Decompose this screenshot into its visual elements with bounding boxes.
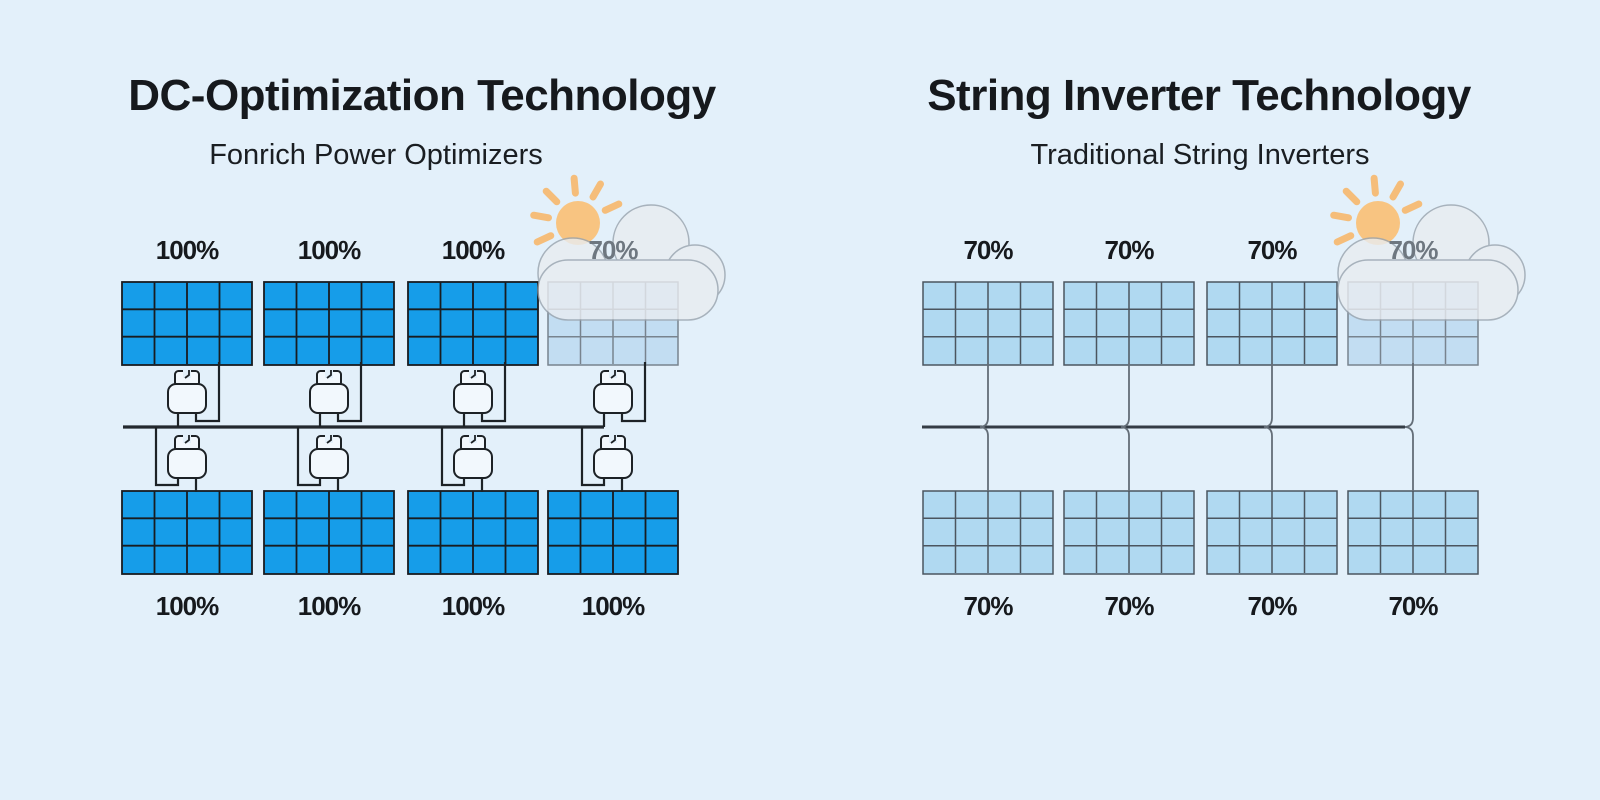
optimizer-icon (593, 433, 633, 479)
solar-panel (1206, 281, 1338, 366)
optimizer-icon (593, 368, 633, 414)
string-wire (1120, 363, 1130, 491)
panel-output-label: 100% (155, 235, 219, 265)
panel-output-label: 100% (441, 235, 505, 265)
solar-panel (1063, 490, 1195, 575)
solar-panel (1063, 281, 1195, 366)
panel-output-label: 70% (1104, 235, 1154, 265)
panel-output-label: 100% (297, 235, 361, 265)
solar-panel (121, 281, 253, 366)
solar-panel (407, 490, 539, 575)
panel-output-label: 70% (1104, 591, 1154, 621)
optimizer-icon (167, 368, 207, 414)
solar-panel (263, 490, 395, 575)
solar-panel (407, 281, 539, 366)
solar-panel (263, 281, 395, 366)
panel-output-label: 70% (963, 591, 1013, 621)
panel-output-label: 70% (963, 235, 1013, 265)
solar-panel (1206, 490, 1338, 575)
left-subtitle: Fonrich Power Optimizers (209, 139, 543, 171)
optimizer-icon (309, 433, 349, 479)
optimizer-icon (309, 368, 349, 414)
optimizer-icon (453, 433, 493, 479)
panel-output-label: 100% (441, 591, 505, 621)
optimizer-icon (453, 368, 493, 414)
panel-output-label: 70% (1247, 235, 1297, 265)
solar-panel (922, 490, 1054, 575)
optimizer-icon (167, 433, 207, 479)
string-wire (1263, 363, 1273, 491)
column-wiring (580, 362, 647, 492)
panel-output-label: 70% (1388, 591, 1438, 621)
panel-output-label: 100% (297, 591, 361, 621)
panel-output-label: 100% (581, 591, 645, 621)
panel-output-label-shaded: 70% (1388, 235, 1438, 265)
right-title: String Inverter Technology (927, 71, 1471, 120)
panel-output-label: 70% (1247, 591, 1297, 621)
solar-panel (547, 490, 679, 575)
solar-panel (922, 281, 1054, 366)
string-wire (979, 363, 989, 491)
column-wiring (154, 362, 221, 492)
left-title: DC-Optimization Technology (128, 71, 716, 120)
panel-output-label-shaded: 70% (588, 235, 638, 265)
panel-output-label: 100% (155, 591, 219, 621)
solar-panel (1347, 490, 1479, 575)
column-wiring (296, 362, 363, 492)
string-wire (1404, 363, 1414, 491)
right-subtitle: Traditional String Inverters (1030, 139, 1370, 171)
solar-panel (121, 490, 253, 575)
column-wiring (440, 362, 507, 492)
